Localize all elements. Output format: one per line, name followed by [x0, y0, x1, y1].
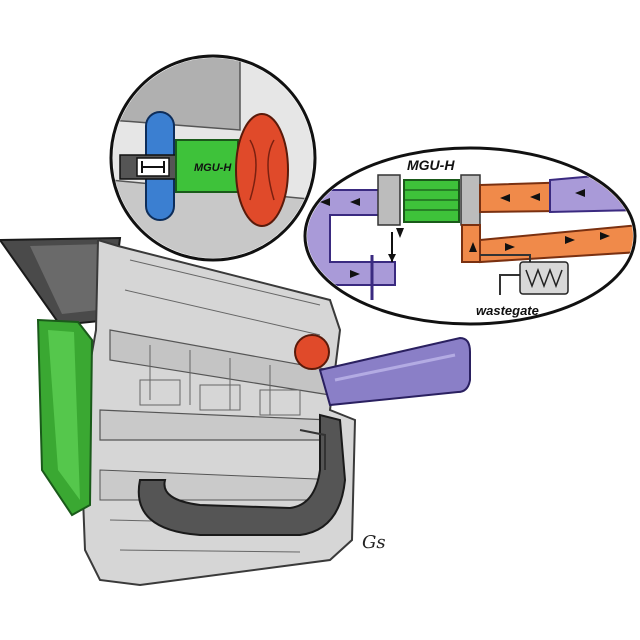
- zoom-circle: MGU-H: [109, 54, 317, 262]
- wastegate-spring-icon: [480, 254, 569, 295]
- mgu-h-schematic-label: MGU-H: [407, 157, 455, 173]
- mgu-h-schematic: [403, 179, 460, 223]
- mgu-h-zoom-label: MGU-H: [194, 162, 232, 174]
- engine-intake-pipe: [318, 336, 471, 407]
- schematic-ellipse: MGU-H wastegate: [303, 146, 637, 326]
- exhaust-duct: [137, 413, 347, 536]
- artist-signature: Gs: [362, 532, 386, 553]
- wastegate-label: wastegate: [476, 303, 539, 318]
- turbine-zoom: [235, 113, 289, 227]
- honda-logo-icon: [136, 157, 170, 177]
- engine-turbo-turbine: [294, 334, 330, 370]
